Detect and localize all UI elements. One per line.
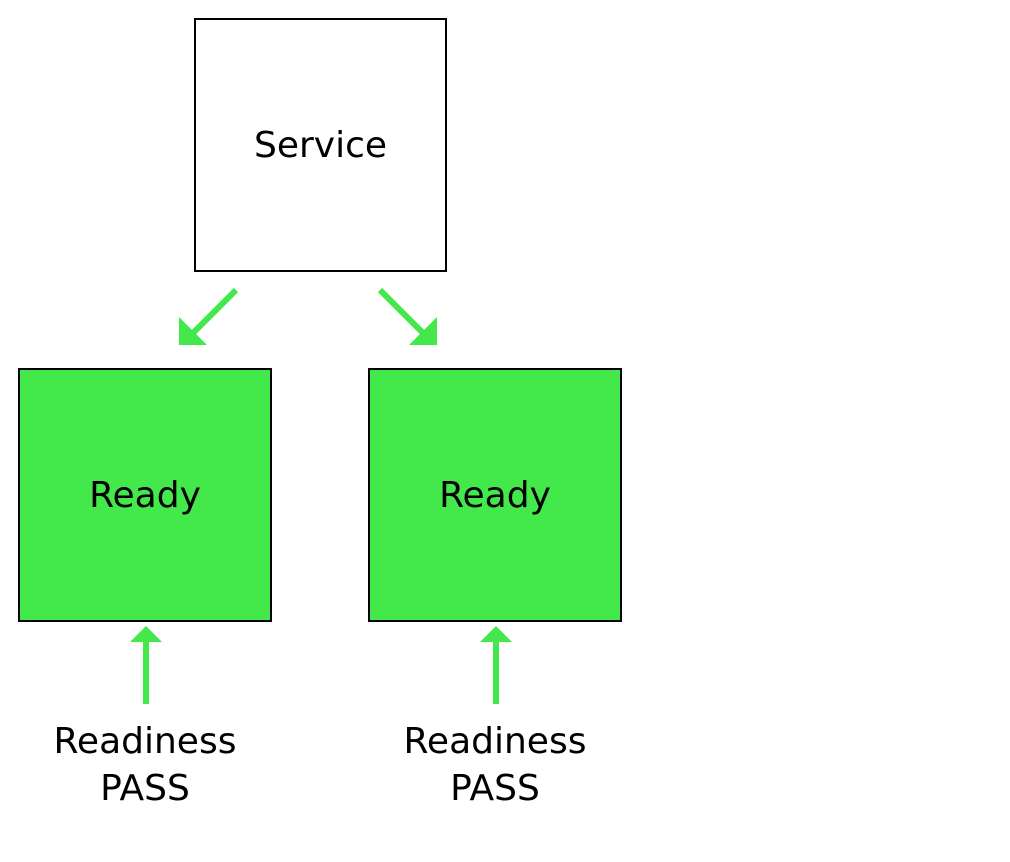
service-to-left-pod-arrow [179,287,239,345]
pod-right-box: Ready [368,368,622,622]
pod-right-probe-caption: Readiness PASS [365,718,625,812]
pod-right-status-label: Ready [439,474,551,516]
pod-left-probe-result: PASS [100,768,190,809]
pod-right-probe-name: Readiness [403,721,587,762]
pod-left-probe-caption: Readiness PASS [15,718,275,812]
service-label: Service [253,124,388,166]
service-box: Service [194,18,447,272]
pod-right-probe-result: PASS [450,768,540,809]
pod-left-status-label: Ready [89,474,201,516]
pod-left-box: Ready [18,368,272,622]
service-to-right-pod-arrow [377,287,437,345]
right-readiness-arrow [480,626,512,704]
pod-left-probe-name: Readiness [53,721,237,762]
left-readiness-arrow [130,626,162,704]
